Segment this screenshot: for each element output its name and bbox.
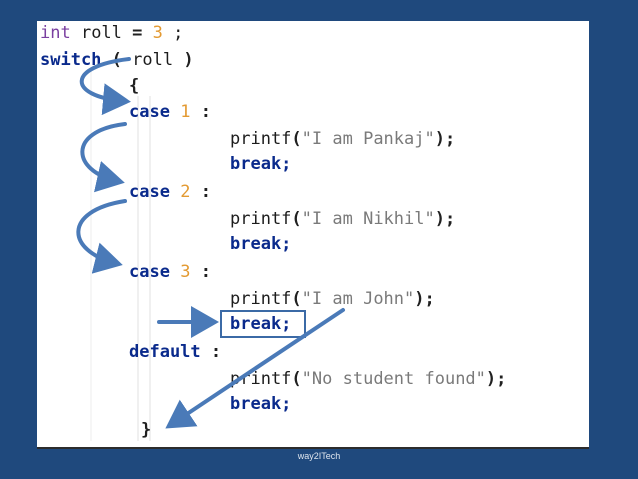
code-panel: int roll = 3 ; switch ( roll ) { case 1 … [37, 21, 589, 449]
case-3-break: break; [230, 314, 291, 334]
flow-arrow-case2-to-case3 [76, 199, 127, 274]
keyword-switch: switch [40, 50, 101, 70]
code-line-declaration: int roll = 3 ; [40, 23, 183, 43]
case-2-printf: printf("I am Nikhil"); [230, 209, 455, 229]
open-brace: { [129, 76, 139, 96]
case-1-label: case 1 : [129, 102, 211, 122]
flow-arrow-break-to-end [165, 308, 345, 429]
highlight-box [220, 310, 306, 338]
default-label: default : [129, 342, 221, 362]
case-2-break: break; [230, 234, 291, 254]
case-1-break: break; [230, 154, 291, 174]
close-brace: } [141, 420, 151, 440]
case-3-label: case 3 : [129, 262, 211, 282]
case-1-printf: printf("I am Pankaj"); [230, 129, 455, 149]
flow-arrow-case1-to-case2 [80, 122, 127, 193]
default-printf: printf("No student found"); [230, 369, 506, 389]
flow-arrow-switch-to-case1 [79, 57, 131, 116]
default-break: break; [230, 394, 291, 414]
code-listing: int roll = 3 ; switch ( roll ) { case 1 … [40, 23, 506, 441]
case-3-printf: printf("I am John"); [230, 289, 435, 309]
code-line-switch: switch ( roll ) [40, 50, 194, 70]
case-2-label: case 2 : [129, 182, 211, 202]
footer-credit: way2ITech [297, 451, 341, 461]
keyword-int: int [40, 23, 71, 43]
